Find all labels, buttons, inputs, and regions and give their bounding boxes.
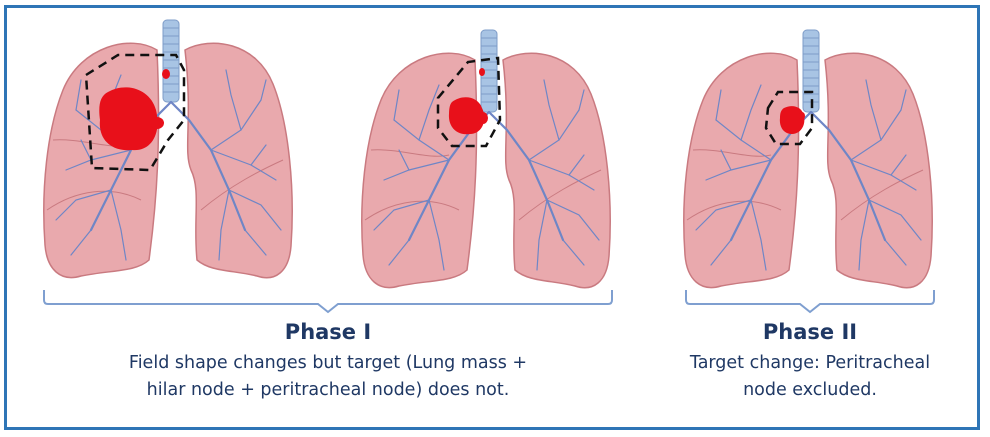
phase2-description-line2: node excluded. <box>660 377 960 404</box>
tumor-mass <box>780 106 805 134</box>
panel-3-lungs <box>684 30 932 288</box>
phase2-title: Phase II <box>660 320 960 344</box>
peritracheal-node <box>479 68 485 76</box>
phase2-bracket <box>686 290 934 312</box>
phase1-description-line1: Field shape changes but target (Lung mas… <box>40 350 616 377</box>
panel-1-lungs <box>44 20 292 278</box>
phase1-bracket <box>44 290 612 312</box>
phase2-description-line1: Target change: Peritracheal <box>660 350 960 377</box>
phase1-description-line2: hilar node + peritracheal node) does not… <box>40 377 616 404</box>
phase1-title: Phase I <box>40 320 616 344</box>
phase2-description: Target change: Peritracheal node exclude… <box>660 350 960 404</box>
hilar-node <box>799 112 805 120</box>
panel-2-lungs <box>362 30 610 288</box>
hilar-node <box>478 112 488 124</box>
hilar-node <box>150 117 164 129</box>
peritracheal-node <box>162 69 170 79</box>
phase1-description: Field shape changes but target (Lung mas… <box>40 350 616 404</box>
